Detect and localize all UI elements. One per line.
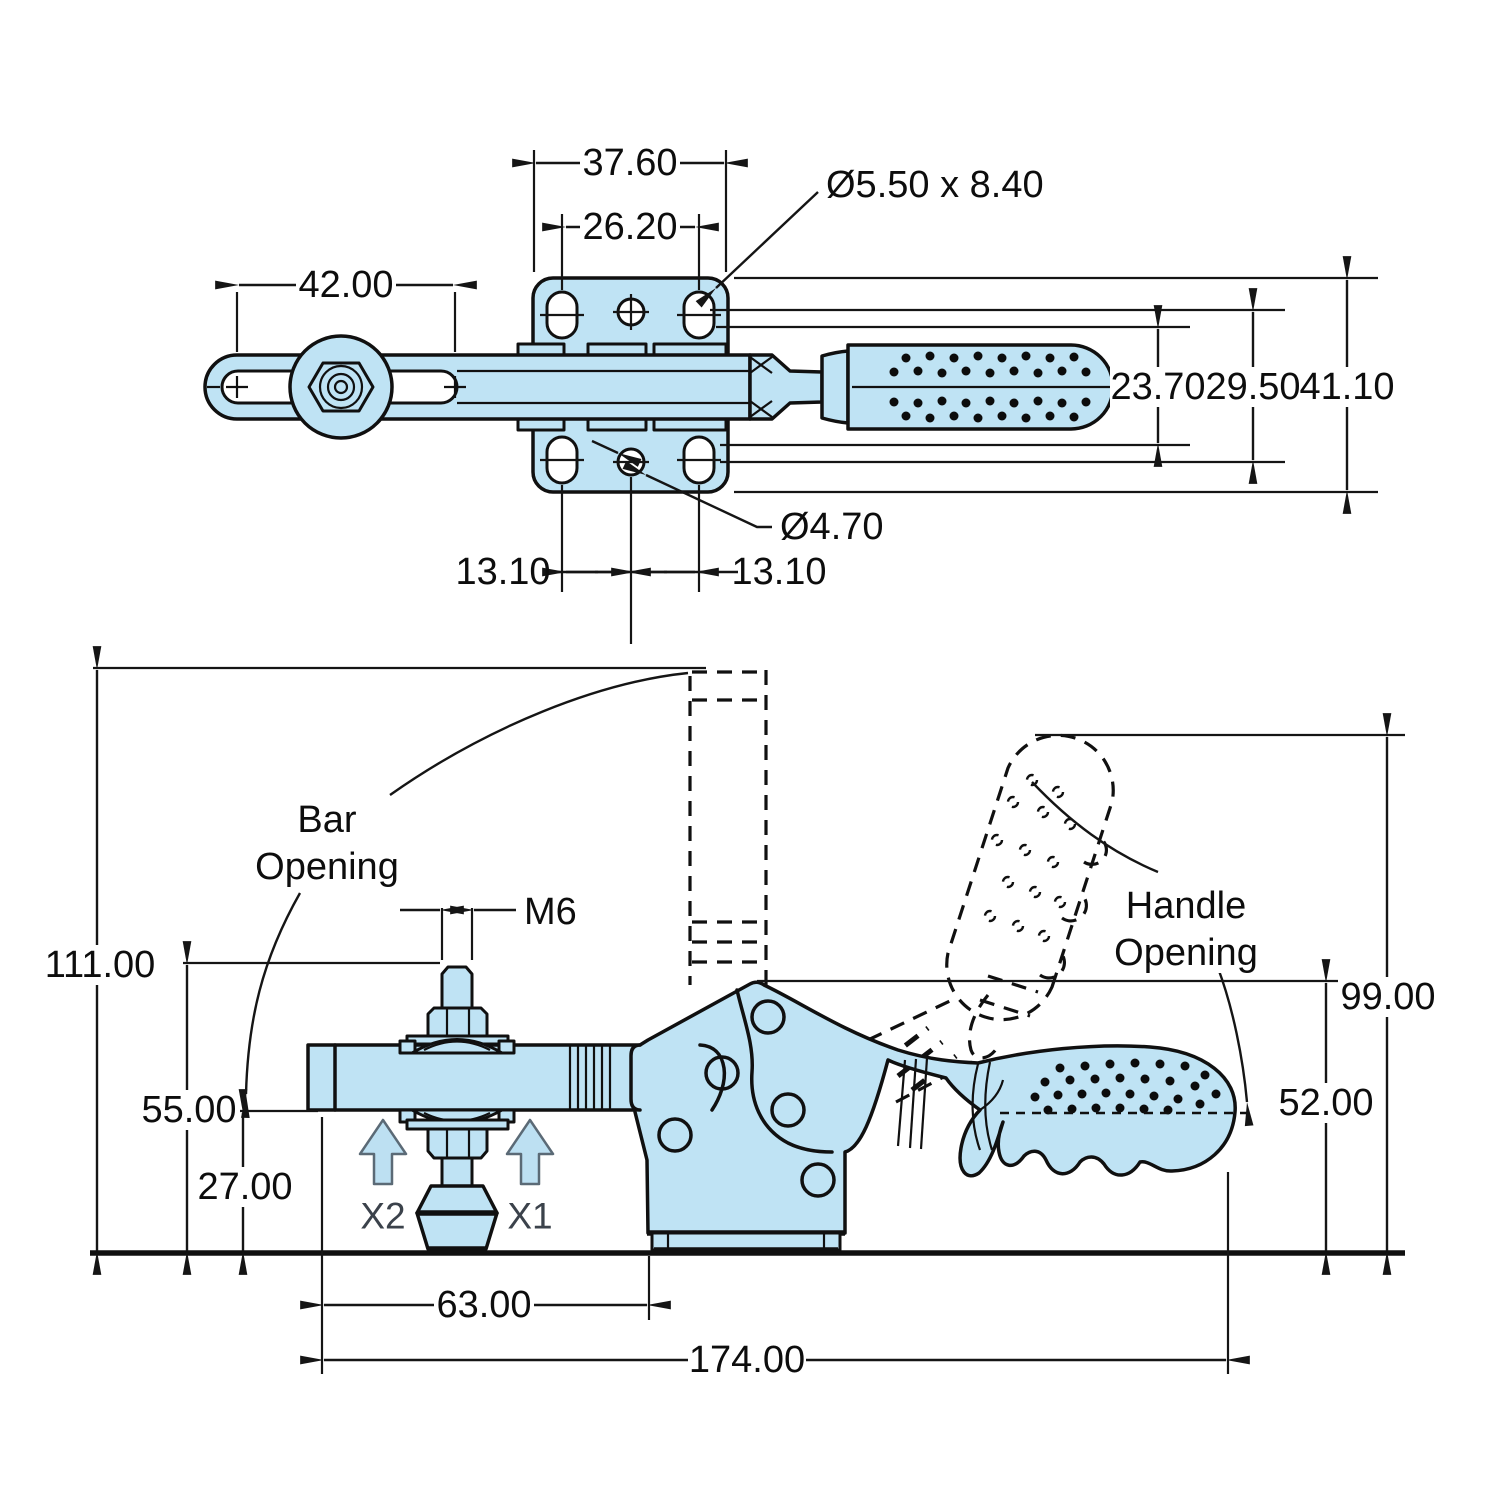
spindle-assembly	[398, 965, 516, 1252]
bar-opening-label-2: Opening	[255, 846, 399, 888]
opening-annotations: Bar Opening Handle Opening	[241, 671, 1269, 1127]
dim-slot-span: 29.50	[1205, 366, 1300, 408]
side-view: X2 X1 Bar Opening Handle Opening	[42, 646, 1438, 1381]
pressure-arrows: X2 X1	[358, 1118, 555, 1237]
x1-arrow	[505, 1118, 555, 1186]
dim-offset-left: 13.10	[455, 551, 550, 593]
grip-dots	[1030, 1058, 1221, 1115]
callout-slot: Ø5.50 x 8.40	[826, 164, 1044, 206]
dim-handle-width: 23.70	[1110, 366, 1205, 408]
dim-plate-width: 37.60	[582, 142, 677, 184]
dim-bar-height: 27.00	[197, 1166, 292, 1208]
clamp-foot-lower	[415, 1211, 499, 1251]
top-extension-lines	[235, 150, 1378, 644]
dim-slot-spacing: 26.20	[582, 206, 677, 248]
top-clevis	[748, 353, 824, 421]
body-details	[333, 988, 1005, 1253]
open-handle-dots	[983, 773, 1077, 943]
top-bar-lines	[457, 369, 750, 405]
bar-opening-label-1: Bar	[297, 799, 356, 841]
side-extension-lines	[93, 666, 1405, 1374]
dim-spindle-height: 55.00	[141, 1089, 236, 1131]
dim-plate-height: 41.10	[1299, 366, 1394, 408]
x2-label: X2	[360, 1196, 405, 1237]
top-spindle-boss	[288, 334, 394, 440]
top-labels: 37.60 26.20 42.00 Ø5.50 x 8.40 23.70 29.…	[296, 142, 1395, 593]
handle-shank-grooves	[896, 1057, 929, 1150]
side-labels: 111.00 55.00 27.00 M6 99.00 52.00 63.00 …	[42, 891, 1438, 1381]
x2-arrow	[358, 1118, 408, 1186]
dim-handle-open-height: 99.00	[1340, 976, 1435, 1018]
dim-overall-length: 174.00	[689, 1339, 805, 1381]
dim-body-height: 52.00	[1278, 1082, 1373, 1124]
dim-offset-right: 13.10	[731, 551, 826, 593]
top-handle-ferrule	[820, 349, 850, 425]
top-view: 37.60 26.20 42.00 Ø5.50 x 8.40 23.70 29.…	[203, 142, 1395, 644]
dim-base-length: 63.00	[436, 1284, 531, 1326]
x1-label: X1	[507, 1196, 552, 1237]
open-bar-dashed	[688, 670, 768, 985]
clamp-foot-upper	[415, 1184, 499, 1215]
dim-open-height: 111.00	[45, 944, 156, 986]
top-bar-slot-ticks	[207, 376, 466, 398]
callout-hole: Ø4.70	[780, 506, 884, 548]
top-grip-dots	[889, 351, 1091, 423]
dim-thread-size: M6	[524, 891, 577, 933]
handle-opening-label-1: Handle	[1126, 885, 1246, 927]
dim-bar-slot-length: 42.00	[298, 264, 393, 306]
handle-opening-label-2: Opening	[1114, 932, 1258, 974]
